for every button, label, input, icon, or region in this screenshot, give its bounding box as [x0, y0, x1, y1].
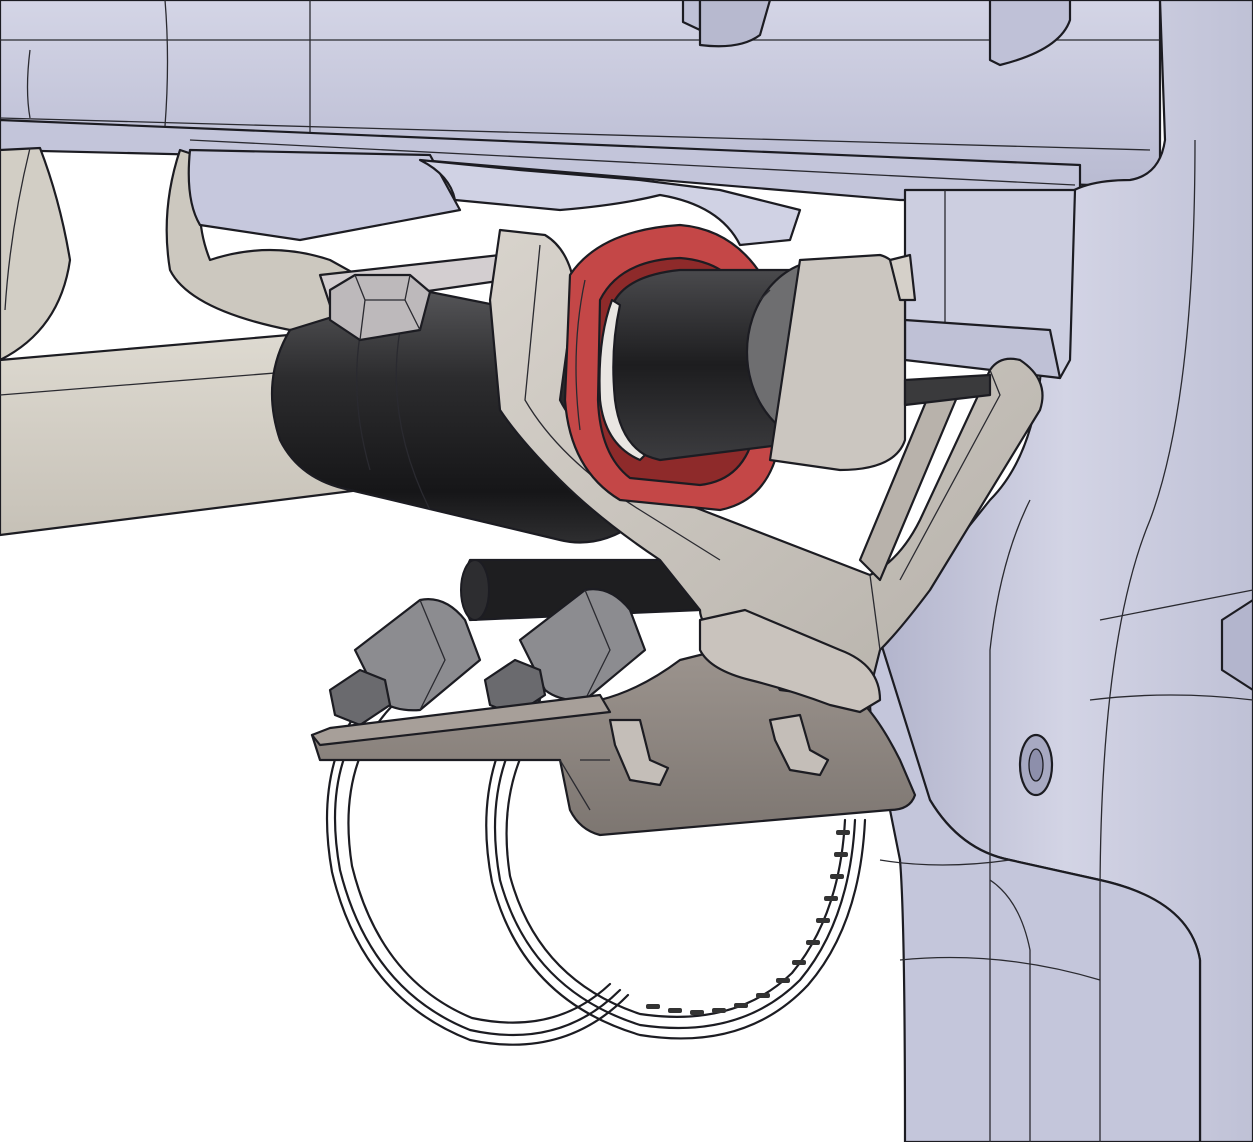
- bracket-lower-finger: [698, 608, 882, 714]
- clamp-band-slots: [646, 830, 850, 1015]
- hose-clamp-left: [325, 598, 630, 1046]
- mounting-tab-right: [903, 188, 1077, 380]
- hex-nut: [318, 253, 507, 342]
- lower-frame-lip: [0, 118, 1082, 202]
- top-saddle-bracket: [187, 148, 802, 247]
- mounting-base-plate: [310, 648, 917, 837]
- worm-gear-housing-left: [328, 598, 482, 727]
- worm-gear-housing-right: [483, 588, 647, 717]
- hose-clamp-right: [483, 588, 867, 1040]
- vertical-frame-post: [868, 0, 1253, 1142]
- shaft-collar: [768, 253, 992, 472]
